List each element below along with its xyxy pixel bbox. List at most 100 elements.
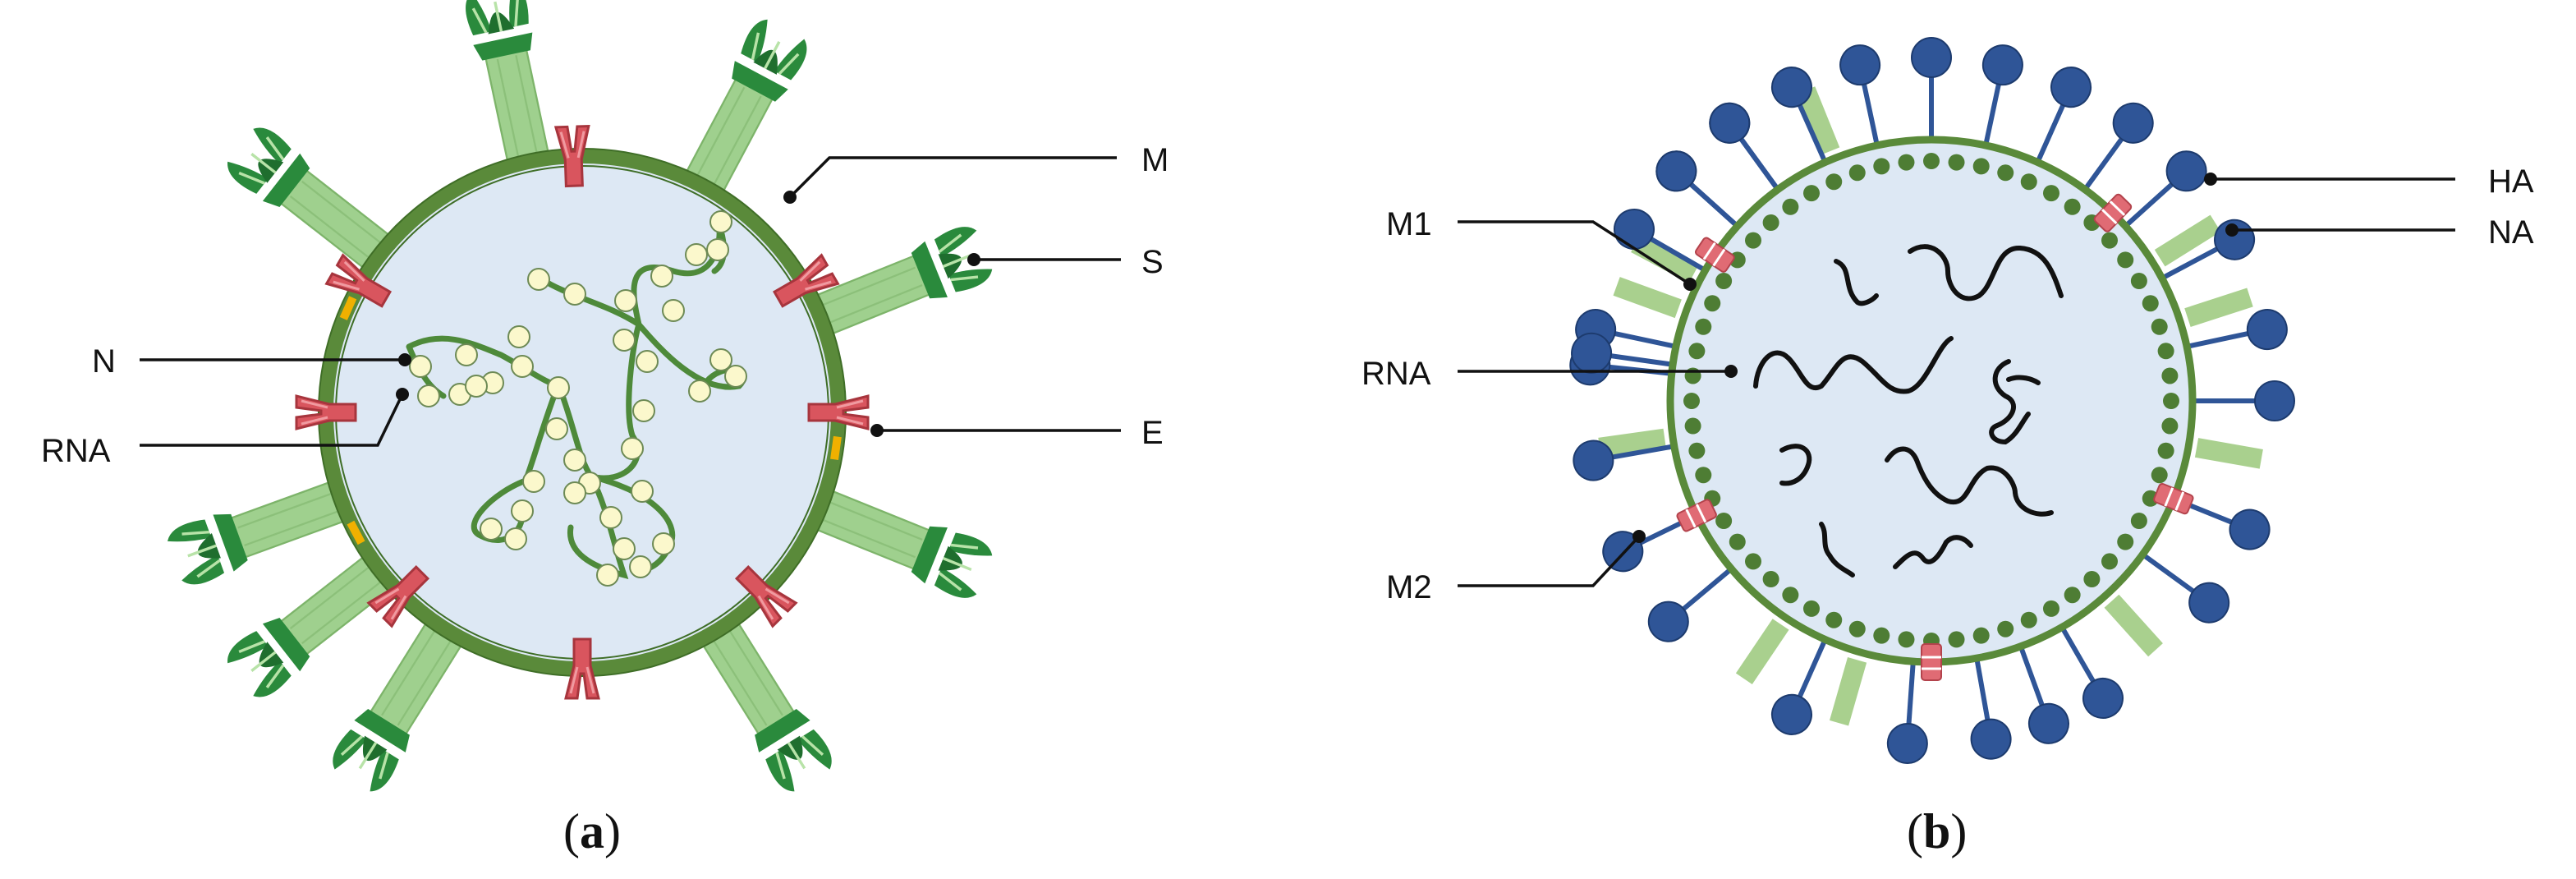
m1-protein-dot xyxy=(2117,251,2134,269)
nucleocapsid-bead xyxy=(599,506,622,529)
nucleocapsid-bead xyxy=(631,480,654,503)
hemagglutinin-icon xyxy=(1770,638,1828,735)
m1-protein-dot xyxy=(2064,198,2081,215)
hemagglutinin-icon xyxy=(1614,209,1707,273)
nucleocapsid-bead xyxy=(417,384,440,407)
nucleocapsid-bead xyxy=(632,399,655,422)
nucleocapsid-bead xyxy=(621,437,644,460)
envelope-protein-icon xyxy=(830,435,842,460)
hemagglutinin-icon xyxy=(2035,67,2092,163)
m1-protein-dot xyxy=(1898,154,1915,171)
label-na: NA xyxy=(2488,214,2534,251)
m1-protein-dot xyxy=(1715,273,1733,289)
neuraminidase-icon xyxy=(2104,594,2163,657)
caption-b: (b) xyxy=(1907,804,1967,858)
hemagglutinin-icon xyxy=(1911,37,1952,140)
m1-protein-dot xyxy=(1688,442,1706,459)
m1-protein-dot xyxy=(1683,393,1700,409)
m1-protein-dot xyxy=(2157,343,2174,360)
hemagglutinin-icon xyxy=(1709,102,1780,191)
m1-protein-dot xyxy=(1715,513,1733,529)
m1-protein-dot xyxy=(1898,631,1915,648)
label-m: M xyxy=(1141,142,1169,178)
nucleocapsid-bead xyxy=(547,376,570,399)
nucleocapsid-bead xyxy=(724,365,747,388)
nucleocapsid-bead xyxy=(652,532,675,555)
nucleocapsid-bead xyxy=(455,343,478,366)
nucleocapsid-bead xyxy=(522,470,545,493)
nucleocapsid-bead xyxy=(709,348,732,371)
label-m2: M2 xyxy=(1386,569,1432,605)
m1-protein-dot xyxy=(1684,417,1701,435)
ion-channel-icon xyxy=(1920,642,1943,682)
hemagglutinin-icon xyxy=(1573,440,1675,481)
m1-protein-dot xyxy=(2083,570,2101,587)
nucleocapsid-bead xyxy=(709,210,732,233)
rna-segments xyxy=(1753,244,2064,578)
nucleocapsid-bead xyxy=(545,417,568,440)
m1-protein-dot xyxy=(1972,627,1990,644)
hemagglutinin-icon xyxy=(1970,657,2012,760)
m1-protein-dot xyxy=(2020,173,2037,191)
m1-protein-dot xyxy=(2117,533,2134,550)
nucleocapsid-bead xyxy=(596,564,619,587)
label-ha: HA xyxy=(2488,163,2534,200)
neuraminidase-icon xyxy=(1797,86,1840,155)
m1-protein-dot xyxy=(1825,611,1843,628)
nucleocapsid-bead xyxy=(613,329,636,352)
hemagglutinin-icon xyxy=(1647,567,1733,642)
m1-protein-dot xyxy=(2101,553,2118,570)
m1-protein-dot xyxy=(2157,442,2174,459)
m1-protein-dot xyxy=(1729,533,1746,550)
m1-protein-dot xyxy=(2142,295,2159,312)
m1-protein-dot xyxy=(1825,173,1843,191)
m1-protein-dot xyxy=(2130,513,2147,529)
hemagglutinin-icon xyxy=(2082,102,2154,191)
nucleocapsid-bead xyxy=(563,283,586,306)
nucleocapsid-bead xyxy=(629,555,652,578)
m1-protein-dot xyxy=(1762,570,1779,587)
matrix-protein-m1-layer xyxy=(1683,153,2179,649)
nucleocapsid-bead xyxy=(706,238,729,261)
nucleocapsid-bead xyxy=(507,325,530,348)
nucleocapsid-bead xyxy=(662,299,685,322)
m1-protein-dot xyxy=(1782,198,1799,215)
m1-protein-dot xyxy=(2101,232,2118,249)
nucleocapsid-bead xyxy=(465,375,488,398)
nucleocapsid-bead xyxy=(409,355,432,378)
coronavirus-leader-lines xyxy=(140,156,1121,447)
nucleocapsid-bead xyxy=(563,481,586,504)
neuraminidase-icon xyxy=(1631,234,1699,283)
nucleocapsid-bead xyxy=(614,289,637,312)
influenza-leader-lines xyxy=(1458,177,2455,587)
m1-protein-dot xyxy=(1948,154,1965,171)
m1-protein-dot xyxy=(1848,620,1866,637)
m1-protein-dot xyxy=(2142,490,2159,507)
label-s: S xyxy=(1141,244,1164,280)
m1-protein-dot xyxy=(1997,620,2014,637)
m1-protein-dot xyxy=(1873,627,1890,644)
envelope-protein-icon xyxy=(347,520,365,545)
m1-protein-dot xyxy=(2020,611,2037,628)
hemagglutinin-icon xyxy=(1839,44,1881,146)
hemagglutinin-icon xyxy=(1770,67,1828,163)
nucleocapsid-bead xyxy=(527,268,550,291)
m1-protein-dot xyxy=(1873,158,1890,175)
neuraminidase-icon xyxy=(1830,656,1867,726)
m1-protein-dot xyxy=(2043,185,2059,202)
m1-protein-dot xyxy=(1803,600,1820,617)
hemagglutinin-icon xyxy=(2186,309,2288,351)
label-rna-a: RNA xyxy=(41,433,111,469)
hemagglutinin-icon xyxy=(2193,380,2295,421)
neuraminidase-icon xyxy=(2184,288,2253,328)
m1-protein-dot xyxy=(1782,587,1799,604)
label-m1: M1 xyxy=(1386,206,1432,242)
m1-protein-dot xyxy=(1997,164,2014,182)
neuraminidase-icon xyxy=(2194,438,2263,469)
m1-protein-dot xyxy=(1972,158,1990,175)
hemagglutinin-icon xyxy=(1886,661,1928,764)
hemagglutinin-icon xyxy=(1655,150,1739,228)
envelope-protein-layer xyxy=(339,296,842,545)
hemagglutinin-icon xyxy=(2059,625,2124,719)
m1-protein-dot xyxy=(1803,185,1820,202)
